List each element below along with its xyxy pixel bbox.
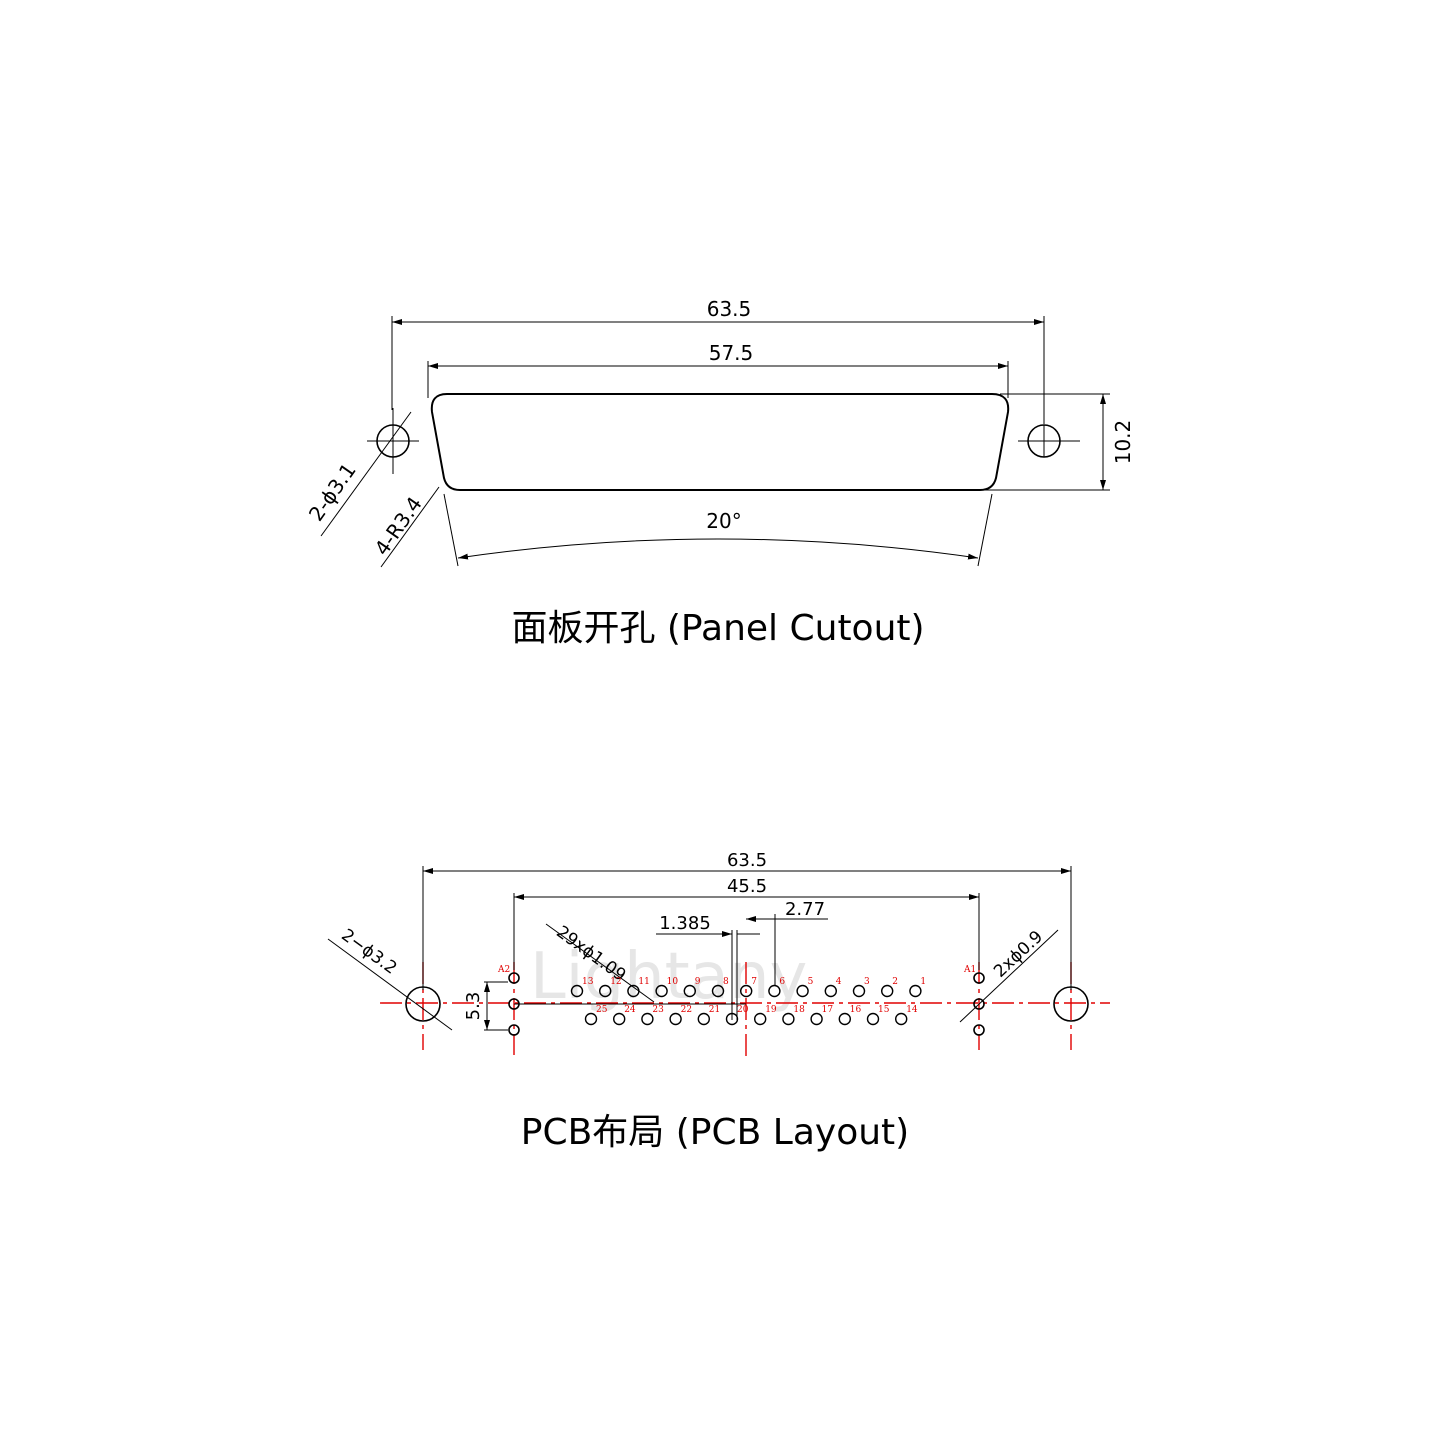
top-pin-hole: [824, 984, 837, 998]
pcb-layout-view: [327, 866, 1110, 1060]
top-pin-label: 8: [723, 977, 729, 987]
bottom-pin-hole: [810, 1012, 823, 1026]
panel-dim-overall: 63.5: [707, 297, 752, 321]
bottom-pin-label: 15: [878, 1005, 890, 1015]
pcb-dim-pitch-half: 1.385: [659, 913, 711, 934]
panel-dim-height: 10.2: [1111, 420, 1135, 465]
panel-dim-cutout-width: 57.5: [709, 341, 754, 365]
pcb-pin-holes: [570, 984, 922, 1026]
bottom-pin-hole: [641, 1012, 654, 1026]
panel-dim-angle: 20°: [706, 509, 741, 533]
bottom-pin-label: 24: [624, 1005, 636, 1015]
bottom-pin-hole: [613, 1012, 626, 1026]
top-pin-label: 12: [610, 977, 621, 987]
top-pin-hole: [881, 984, 894, 998]
cutout-outline: [430, 393, 1010, 491]
bottom-pin-label: 20: [737, 1005, 749, 1015]
panel-caption: 面板开孔 (Panel Cutout): [511, 608, 924, 649]
leader-corner-radius: [380, 486, 440, 568]
leader-mount-holes: [327, 938, 453, 1031]
bottom-pin-label: 14: [906, 1005, 918, 1015]
top-pin-hole: [599, 984, 612, 998]
panel-dimension-texts: 63.5 57.5 10.2 20° 2-ϕ3.1 4-R3.4: [304, 297, 1135, 560]
leader-small-holes: [959, 929, 1059, 1023]
pcb-a1-hole: [973, 1024, 985, 1036]
pcb-a2-hole: [508, 1024, 520, 1036]
pcb-dim-overall: 63.5: [727, 850, 767, 871]
bottom-pin-hole: [866, 1012, 880, 1026]
pcb-caption: PCB布局 (PCB Layout): [521, 1112, 909, 1153]
pcb-dim-row-spacing: 5.3: [463, 992, 484, 1021]
dim-arc-angle: [457, 538, 979, 560]
top-pin-hole: [796, 984, 809, 998]
pcb-a1-hole: [973, 972, 985, 984]
pcb-label-a1: A1: [963, 965, 976, 975]
pcb-a1-hole: [973, 998, 985, 1010]
bottom-pin-label: 19: [765, 1005, 777, 1015]
top-pin-hole: [711, 984, 725, 998]
pcb-dim-pitch: 2.77: [785, 899, 825, 920]
bottom-pin-label: 16: [850, 1005, 862, 1015]
bottom-pin-label: 18: [793, 1005, 805, 1015]
top-pin-hole: [768, 984, 781, 998]
top-pin-label: 6: [779, 977, 785, 987]
pcb-a2-hole: [508, 972, 520, 984]
watermark: Lightany: [530, 940, 807, 1014]
bottom-pin-label: 22: [681, 1005, 692, 1015]
top-pin-label: 5: [808, 977, 814, 987]
bottom-pin-hole: [782, 1012, 795, 1026]
top-pin-label: 13: [582, 977, 594, 987]
top-pin-label: 11: [638, 977, 649, 987]
top-pin-label: 7: [751, 977, 757, 987]
top-pin-label: 1: [920, 977, 926, 987]
panel-cutout-view: [320, 316, 1110, 568]
leader-hole-dia: [320, 411, 412, 537]
panel-dim-hole-dia: 2-ϕ3.1: [304, 458, 361, 525]
top-pin-hole: [852, 984, 866, 998]
top-pin-label: 9: [695, 977, 701, 987]
bottom-pin-hole: [697, 1012, 710, 1026]
top-pin-hole: [909, 984, 922, 998]
bottom-pin-hole: [838, 1012, 851, 1026]
bottom-pin-hole: [895, 1012, 908, 1026]
bottom-pin-hole: [754, 1012, 767, 1026]
pcb-dim-inner: 45.5: [727, 876, 767, 897]
pcb-dim-mount-holes: 2−ϕ3.2: [337, 925, 400, 978]
panel-dim-corner-radius: 4-R3.4: [370, 492, 427, 560]
bottom-pin-label: 21: [709, 1005, 720, 1015]
bottom-pin-hole: [584, 1012, 598, 1026]
top-pin-label: 10: [667, 977, 679, 987]
pcb-label-a2: A2: [497, 965, 510, 975]
pcb-dim-small-holes: 2xϕ0.9: [990, 927, 1047, 982]
bottom-pin-hole: [669, 1012, 682, 1026]
bottom-pin-label: 25: [596, 1005, 608, 1015]
top-pin-label: 3: [864, 977, 870, 987]
top-pin-hole: [740, 984, 753, 998]
top-pin-hole: [683, 984, 696, 998]
top-pin-hole: [570, 984, 584, 998]
top-pin-label: 2: [892, 977, 898, 987]
leader-pin-holes: [545, 923, 655, 1003]
top-pin-hole: [655, 984, 668, 998]
top-pin-label: 4: [836, 977, 842, 987]
bottom-pin-label: 23: [652, 1005, 664, 1015]
bottom-pin-label: 17: [822, 1005, 834, 1015]
